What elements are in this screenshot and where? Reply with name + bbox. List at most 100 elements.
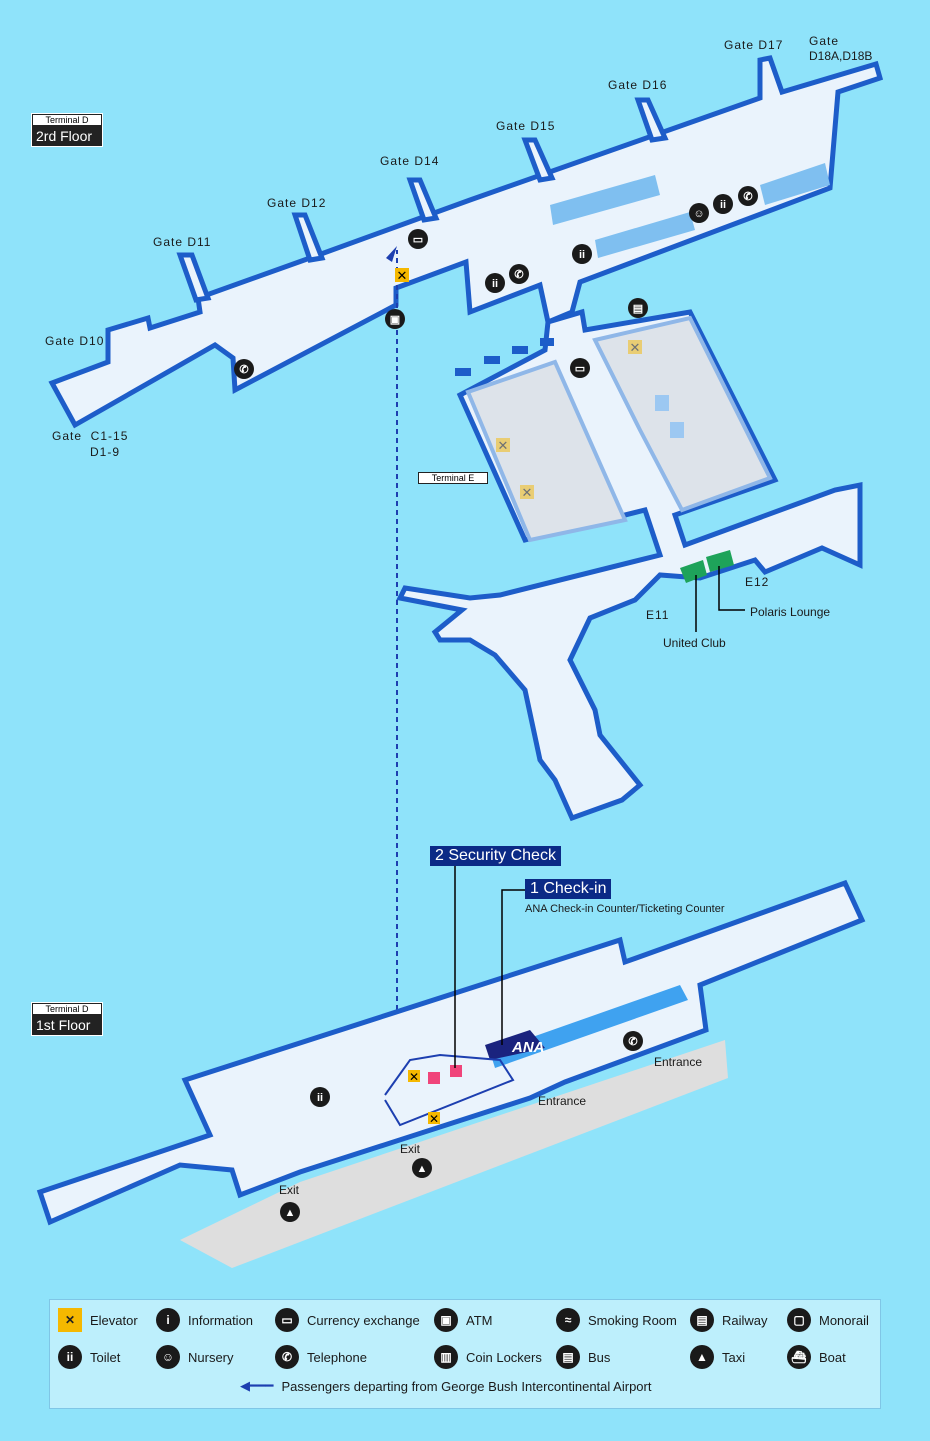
atm-icon: ▣ [385, 309, 405, 329]
telephone-icon: ✆ [509, 264, 529, 284]
gate-d12-label: Gate D12 [267, 196, 326, 210]
atm-icon: ▣ [434, 1308, 458, 1332]
currency-exchange-icon: ▭ [275, 1308, 299, 1332]
svg-text:✆: ✆ [239, 364, 248, 376]
gate-d18-label: Gate [809, 34, 839, 48]
svg-text:ii: ii [492, 278, 498, 290]
svg-text:▲: ▲ [285, 1207, 296, 1219]
taxi-icon: ▲ [690, 1345, 714, 1369]
railway-icon: ▤ [690, 1308, 714, 1332]
polaris-lounge-room [706, 550, 734, 572]
svg-text:☺: ☺ [693, 208, 704, 220]
svg-text:▣: ▣ [390, 314, 400, 326]
telephone-icon: ✆ [275, 1345, 299, 1369]
legend-taxi: ▲Taxi [690, 1345, 745, 1369]
svg-text:▲: ▲ [417, 1163, 428, 1175]
legend-route: ◀━━━Passengers departing from George Bus… [240, 1378, 652, 1394]
floor-tag-2f: Terminal D 2rd Floor [31, 113, 103, 147]
toilet-icon: ii [572, 244, 592, 264]
gate-e12-label: E12 [745, 575, 769, 589]
legend-monorail: ▢Monorail [787, 1308, 869, 1332]
legend-boat: ⛴Boat [787, 1345, 846, 1369]
exit-label: Exit [400, 1142, 421, 1156]
svg-text:ii: ii [720, 199, 726, 211]
smoking-icon: ≈ [556, 1308, 580, 1332]
checkin-subtitle: ANA Check-in Counter/Ticketing Counter [525, 903, 725, 915]
legend-railway: ▤Railway [690, 1308, 768, 1332]
ana-logo: ANA [511, 1039, 545, 1056]
taxi-icon: ▲ [412, 1158, 432, 1178]
gate-d11-label: Gate D11 [153, 235, 211, 249]
currency-exchange-icon: ▭ [408, 229, 428, 249]
toilet-icon: ii [58, 1345, 82, 1369]
united-club-label: United Club [663, 636, 726, 650]
gate-c-label: Gate C1-15 [52, 429, 128, 443]
floor-tag-1f: Terminal D 1st Floor [31, 1002, 103, 1036]
svg-text:ii: ii [317, 1092, 323, 1104]
svg-text:▭: ▭ [575, 363, 585, 375]
information-icon: i [156, 1308, 180, 1332]
monorail-icon: ▢ [787, 1308, 811, 1332]
svg-text:✕: ✕ [429, 1112, 439, 1126]
svg-text:✕: ✕ [498, 438, 509, 453]
legend-bus: ▤Bus [556, 1345, 610, 1369]
bus-icon: ▤ [556, 1345, 580, 1369]
svg-text:✕: ✕ [409, 1070, 419, 1084]
svg-text:✕: ✕ [522, 485, 533, 500]
floor-tag-terminal: Terminal D [32, 114, 102, 126]
coin-locker-icon: ▥ [434, 1345, 458, 1369]
bus-icon: ▤ [628, 298, 648, 318]
svg-text:✕: ✕ [397, 268, 408, 283]
toilet-icon: ii [485, 273, 505, 293]
legend-currency-exchange: ▭Currency exchange [275, 1308, 420, 1332]
elevator-icon: ✕ [395, 268, 409, 283]
legend-coin-lockers: ▥Coin Lockers [434, 1345, 542, 1369]
gate-d16-label: Gate D16 [608, 78, 667, 92]
checkin-step: 1 Check-in [525, 879, 612, 899]
terminal-e [396, 308, 863, 822]
entrance-label: Entrance [654, 1055, 702, 1069]
svg-text:✆: ✆ [743, 191, 752, 203]
gate-e11-label: E11 [646, 608, 669, 622]
legend-smoking-room: ≈Smoking Room [556, 1308, 677, 1332]
svg-text:✆: ✆ [514, 269, 523, 281]
elevator-icon: ✕ [520, 485, 534, 500]
boat-icon: ⛴ [787, 1345, 811, 1369]
nursery-icon: ☺ [689, 203, 709, 223]
gate-d14-label: Gate D14 [380, 154, 439, 168]
elevator-icon: ✕ [628, 340, 642, 355]
elevator-icon: ✕ [58, 1308, 82, 1332]
gate-d15-label: Gate D15 [496, 119, 555, 133]
terminal-e-tag: Terminal E [418, 472, 488, 484]
exit-label-2: Exit [279, 1183, 300, 1197]
polaris-lounge-label: Polaris Lounge [750, 605, 830, 619]
security-check-step: 2 Security Check [430, 846, 561, 866]
elevator-icon: ✕ [496, 438, 510, 453]
gate-d1-9-label: D1-9 [90, 445, 120, 459]
svg-text:✕: ✕ [630, 340, 641, 355]
svg-text:ii: ii [579, 249, 585, 261]
elevator-icon: ✕ [428, 1112, 440, 1126]
svg-text:▭: ▭ [413, 234, 423, 246]
gate-d17-label: Gate D17 [724, 38, 783, 52]
taxi-icon: ▲ [280, 1202, 300, 1222]
map-icons: ✆ ▭ ▣ ii ✆ ii ☺ ii ✆ ▤ ▭ ✕ ✕ ✕ ✕ ii ✆ ▲ … [234, 186, 758, 1222]
legend-atm: ▣ATM [434, 1308, 492, 1332]
terminal-d-2nd-floor [48, 55, 884, 429]
svg-text:▤: ▤ [633, 303, 643, 315]
floor-tag-terminal: Terminal D [32, 1003, 102, 1015]
toilet-icon: ii [713, 194, 733, 214]
legend-nursery: ☺Nursery [156, 1345, 234, 1369]
terminal-d-1st-floor: ANA [36, 879, 866, 1268]
entrance-label-2: Entrance [538, 1094, 586, 1108]
telephone-icon: ✆ [623, 1031, 643, 1051]
svg-text:✆: ✆ [628, 1036, 637, 1048]
elevator-icon: ✕ [408, 1070, 420, 1084]
nursery-icon: ☺ [156, 1345, 180, 1369]
floor-tag-floor: 1st Floor [36, 1017, 91, 1033]
floor-tag-floor: 2rd Floor [36, 128, 93, 144]
